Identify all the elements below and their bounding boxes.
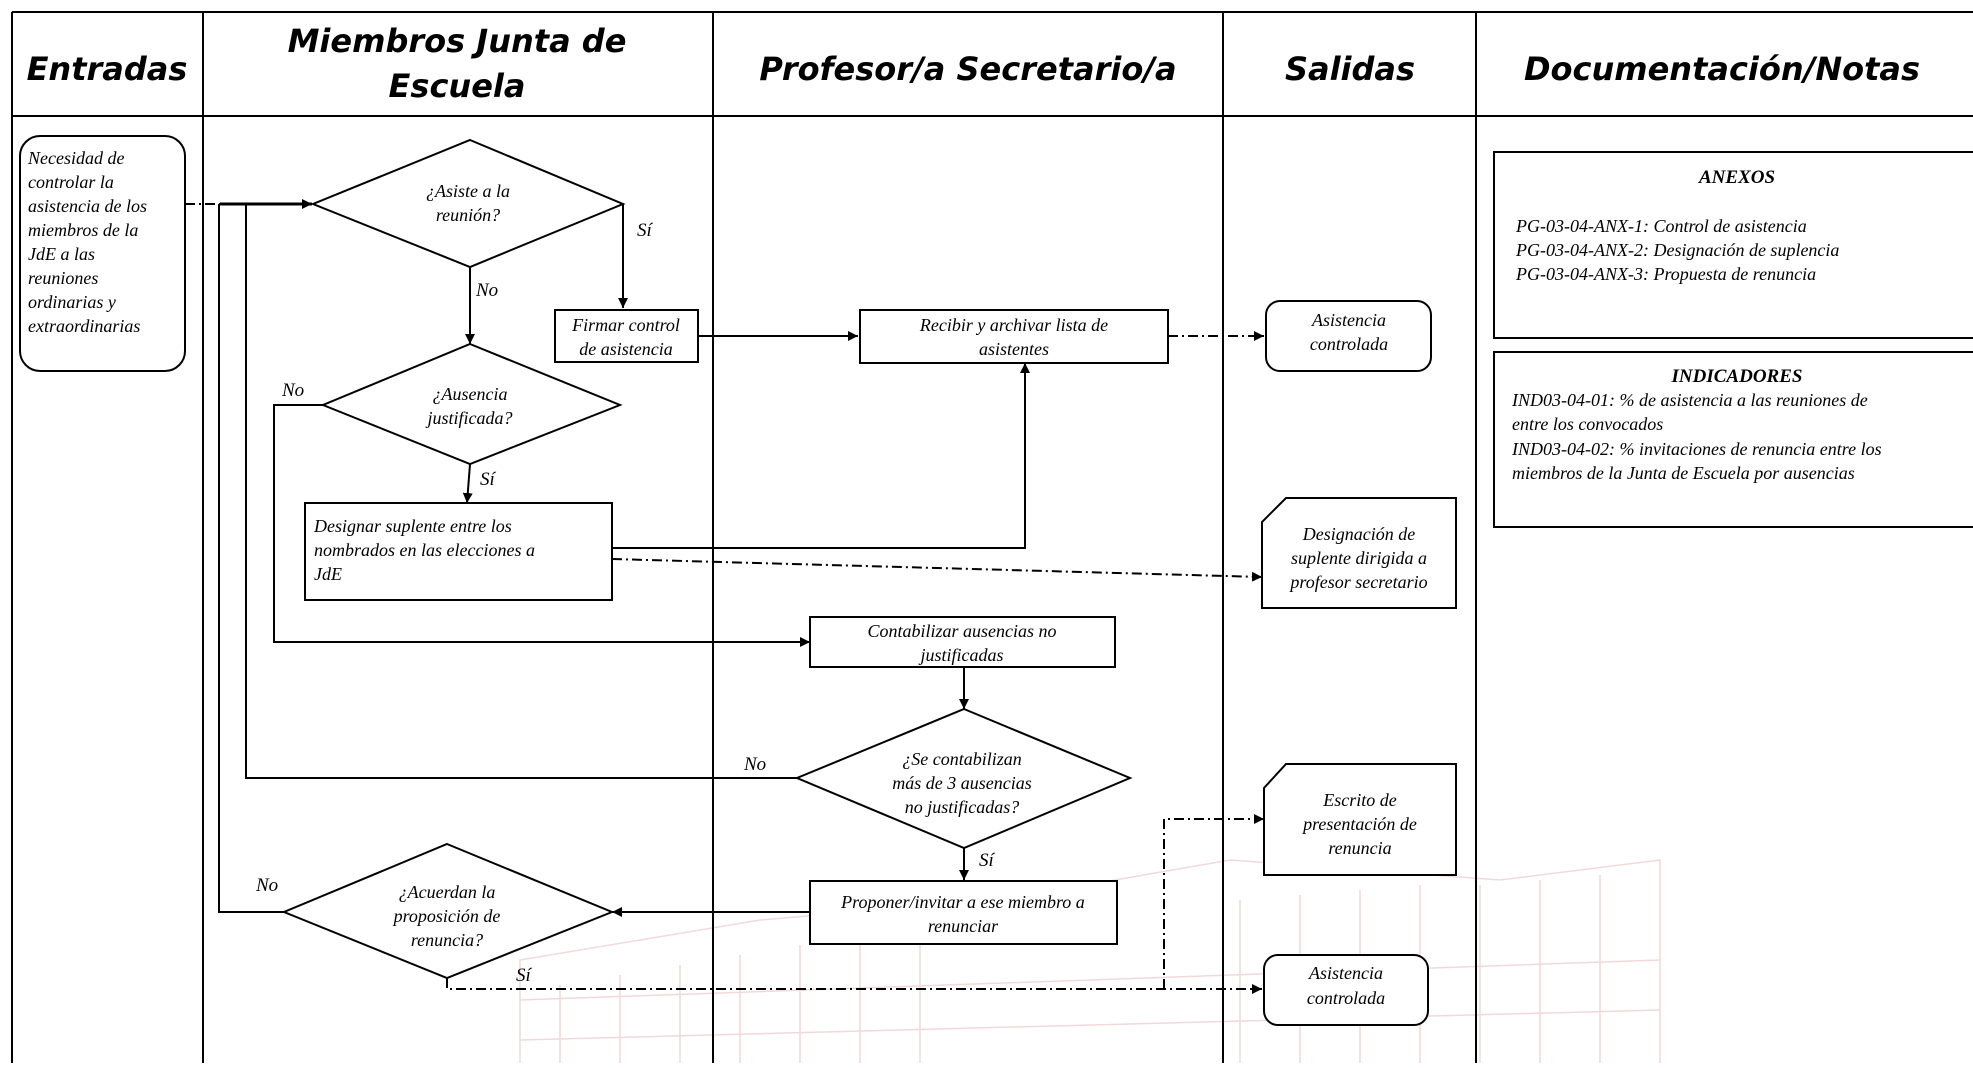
column-header-entradas: Entradas — [27, 50, 188, 88]
connector-acuerdan-si — [446, 978, 1262, 994]
entrada-text: extraordinarias — [28, 316, 140, 336]
anexo-item: PG-03-04-ANX-1: Control de asistencia — [1515, 216, 1807, 236]
entrada-text: Necesidad de — [27, 148, 124, 168]
decision-ausencia-text: justificada? — [426, 408, 513, 428]
process-proponer-text: renunciar — [928, 916, 999, 936]
column-header-profesor: Profesor/a Secretario/a — [759, 50, 1176, 88]
indicador-line: miembros de la Junta de Escuela por ause… — [1512, 463, 1855, 483]
output-asistencia-text: controlada — [1310, 334, 1388, 354]
decision-ausencia — [320, 342, 623, 466]
connector-ausencia-no — [273, 404, 810, 647]
entrada-text: asistencia de los — [28, 196, 147, 216]
process-recibir-text: asistentes — [979, 339, 1049, 359]
output-asistencia-text: Asistencia — [1311, 310, 1386, 330]
decision-contabilizan-text: más de 3 ausencias — [892, 773, 1031, 793]
column-header-miembros-line1: Miembros Junta de — [288, 22, 627, 60]
entrada-text: JdE a las — [28, 244, 95, 264]
connector-designar-output — [611, 558, 1263, 582]
process-designar — [304, 502, 613, 601]
indicador-line: entre los convocados — [1512, 414, 1663, 434]
output-designacion-text: suplente dirigida a — [1291, 548, 1427, 568]
indicadores-title: INDICADORES — [1671, 366, 1803, 387]
anexos-title: ANEXOS — [1698, 167, 1775, 188]
output-designacion-text: profesor secretario — [1288, 572, 1427, 592]
entrada-box — [19, 135, 186, 372]
entrada-text: ordinarias y — [28, 292, 116, 312]
connector-acuerdan-no — [218, 204, 284, 913]
edge-label-si: Sí — [480, 469, 497, 490]
column-header-miembros-line2: Escuela — [389, 67, 526, 105]
connector-designar-recibir — [612, 363, 1030, 549]
process-designar-text: nombrados en las elecciones a — [314, 540, 535, 560]
process-proponer — [809, 880, 1118, 945]
edge-label-si: Sí — [516, 965, 533, 986]
decision-contabilizan-text: no justificadas? — [905, 797, 1020, 817]
output-escrito-text: presentación de — [1301, 814, 1417, 834]
output-designacion — [1261, 497, 1457, 609]
anexos-box — [1493, 151, 1973, 339]
edge-label-si: Sí — [979, 850, 996, 871]
output-designacion-text: Designación de — [1302, 524, 1415, 544]
output-asistencia-controlada-1 — [1265, 300, 1432, 372]
process-firmar-text: Firmar control — [571, 315, 680, 335]
column-header-documentacion: Documentación/Notas — [1524, 50, 1920, 88]
process-designar-text: Designar suplente entre los — [313, 516, 512, 536]
indicador-line: IND03-04-01: % de asistencia a las reuni… — [1511, 390, 1868, 410]
decision-asiste-text: reunión? — [436, 205, 500, 225]
process-firmar-text: de asistencia — [579, 339, 672, 359]
edge-label-no: No — [475, 280, 498, 301]
decision-ausencia-text: ¿Ausencia — [433, 384, 508, 404]
decision-acuerdan-text: ¿Acuerdan la — [399, 882, 496, 902]
decision-acuerdan — [281, 842, 615, 980]
decision-acuerdan-text: proposición de — [392, 906, 501, 926]
connector-contabilizan-no — [245, 204, 797, 779]
decision-acuerdan-text: renuncia? — [411, 930, 483, 950]
connector-ausencia-si — [462, 463, 473, 504]
process-contabilizar-text: Contabilizar ausencias no — [867, 621, 1056, 641]
output-escrito-text: renuncia — [1328, 838, 1391, 858]
decision-contabilizan-text: ¿Se contabilizan — [902, 749, 1022, 769]
process-designar-text: JdE — [314, 564, 342, 584]
entrada-text: miembros de la — [28, 220, 138, 240]
column-header-salidas: Salidas — [1285, 50, 1415, 88]
connector-branch-escrito — [1163, 814, 1264, 989]
process-contabilizar — [809, 616, 1116, 668]
output-asistencia-controlada-2 — [1263, 954, 1429, 1026]
process-contabilizar-text: justificadas — [918, 645, 1003, 665]
output-asistencia-text: controlada — [1307, 988, 1385, 1008]
decision-asiste — [310, 138, 626, 269]
edge-label-no: No — [255, 875, 278, 896]
edge-label-no: No — [743, 754, 766, 775]
edge-label-si: Sí — [637, 220, 654, 241]
process-firmar — [554, 309, 699, 363]
decision-contabilizan — [794, 707, 1133, 850]
process-recibir-text: Recibir y archivar lista de — [919, 315, 1108, 335]
output-escrito — [1263, 763, 1457, 876]
edge-label-no: No — [281, 380, 304, 401]
swimlane-grid — [11, 11, 1973, 1063]
anexo-item: PG-03-04-ANX-2: Designación de suplencia — [1515, 240, 1839, 260]
decision-asiste-text: ¿Asiste a la — [426, 181, 510, 201]
anexo-item: PG-03-04-ANX-3: Propuesta de renuncia — [1515, 264, 1816, 284]
entrada-text: reuniones — [28, 268, 98, 288]
indicadores-box — [1493, 351, 1973, 528]
entrada-text: controlar la — [28, 172, 114, 192]
output-escrito-text: Escrito de — [1322, 790, 1397, 810]
indicador-line: IND03-04-02: % invitaciones de renuncia … — [1511, 439, 1882, 459]
process-proponer-text: Proponer/invitar a ese miembro a — [840, 892, 1085, 912]
output-asistencia-text: Asistencia — [1308, 963, 1383, 983]
process-recibir — [859, 309, 1169, 364]
